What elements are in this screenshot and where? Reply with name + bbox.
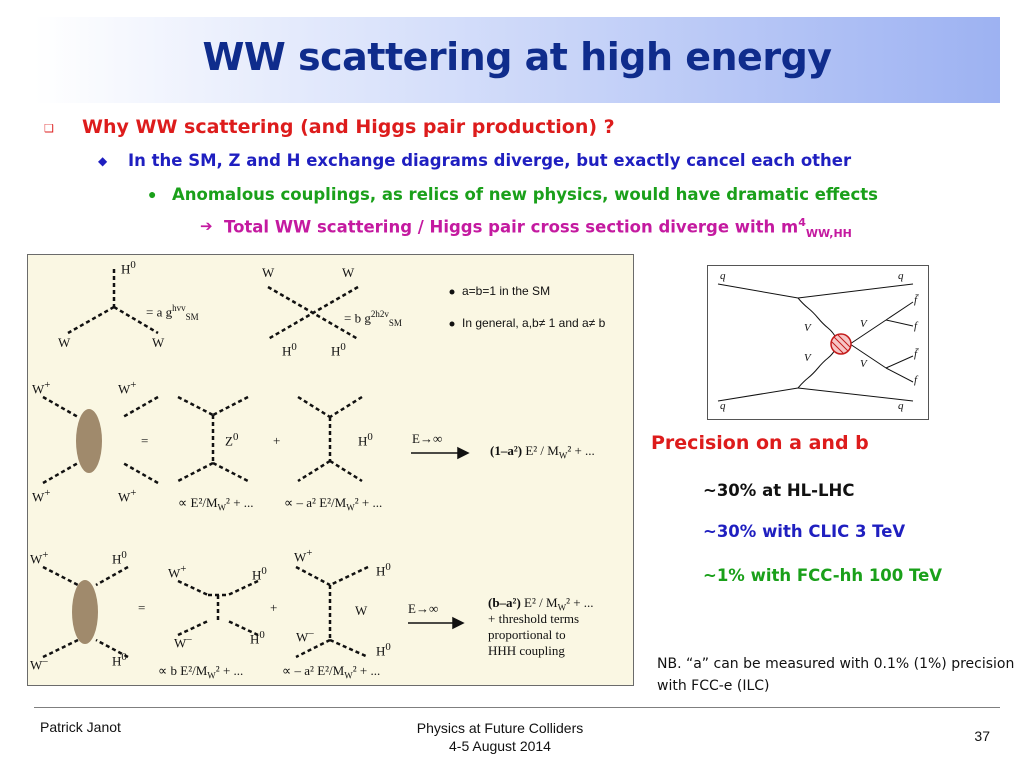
slide-title: WW scattering at high energy xyxy=(202,35,832,79)
precision-hl-lhc: ~30% at HL-LHC xyxy=(703,481,855,500)
label-v: V xyxy=(860,318,867,330)
note-general: In general, a,b≠ 1 and a≠ b xyxy=(462,316,606,330)
label-w: W xyxy=(355,603,368,618)
label-w: W xyxy=(58,335,71,350)
footer-divider xyxy=(34,707,1000,708)
dot-bullet-icon: ● xyxy=(148,186,157,202)
label-fbar: f̄ xyxy=(914,294,918,306)
nb-note: NB. “a” can be measured with 0.1% (1%) p… xyxy=(657,656,1015,694)
label-w: W xyxy=(152,335,165,350)
coupling-hww: = a ghvvSM xyxy=(146,303,199,322)
row3-threshold: + threshold terms xyxy=(488,611,580,626)
label-wminus: W– xyxy=(174,633,192,651)
label-wplus: W+ xyxy=(32,487,51,505)
row3-proportional-b: ∝ b E²/MW² + ... xyxy=(158,663,244,681)
label-wplus: W+ xyxy=(294,547,313,565)
footer-date: 4-5 August 2014 xyxy=(449,738,551,754)
coupling-hhww: = b g2h2vSM xyxy=(344,309,402,328)
label-q: q xyxy=(898,400,904,412)
precision-heading: Precision on a and b xyxy=(651,432,869,454)
label-wplus: W+ xyxy=(32,379,51,397)
equals-sign: = xyxy=(141,433,149,448)
label-h0: H0 xyxy=(358,431,373,449)
precision-clic: ~30% with CLIC 3 TeV xyxy=(703,522,906,541)
label-h0: H0 xyxy=(252,565,267,583)
bullet-level3: Anomalous couplings, as relics of new ph… xyxy=(172,185,878,204)
row3-hhh: HHH coupling xyxy=(488,643,565,658)
label-h0: H0 xyxy=(250,629,265,647)
label-wminus: W– xyxy=(30,655,48,673)
page-number: 37 xyxy=(974,728,990,744)
label-q: q xyxy=(720,400,726,412)
label-h0: H0 xyxy=(112,549,127,567)
label-v: V xyxy=(804,352,811,364)
label-wplus: W+ xyxy=(118,379,137,397)
bullet-level1: Why WW scattering (and Higgs pair produc… xyxy=(82,116,615,138)
precision-fcc: ~1% with FCC-hh 100 TeV xyxy=(703,566,943,585)
vbs-feynman-diagram: q q q q V V V V f̄ f f̄ f xyxy=(707,265,929,420)
bullet-level4: Total WW scattering / Higgs pair cross s… xyxy=(224,216,852,240)
feynman-diagrams-figure: H0 = a ghvvSM W W W W = b g2h2vSM H0 H0 … xyxy=(27,254,634,686)
row3-proportional-a: ∝ – a² E²/MW² + ... xyxy=(282,663,381,681)
footer-conference: Physics at Future Colliders 4-5 August 2… xyxy=(380,719,620,755)
label-q: q xyxy=(720,270,726,282)
label-f: f xyxy=(914,320,918,332)
label-v: V xyxy=(804,322,811,334)
label-h0: H0 xyxy=(376,561,391,579)
label-h0: H0 xyxy=(376,641,391,659)
label-wplus: W+ xyxy=(30,549,49,567)
label-fbar: f̄ xyxy=(914,348,918,360)
label-wplus: W+ xyxy=(118,487,137,505)
plus-sign: + xyxy=(270,600,278,615)
plus-sign: + xyxy=(273,433,281,448)
label-h0: H0 xyxy=(282,341,297,359)
row3-proportional: proportional to xyxy=(488,627,566,642)
row2-proportional-z: ∝ E²/MW² + ... xyxy=(178,495,254,513)
row3-result: (b–a²) E² / MW² + ... xyxy=(488,595,594,613)
label-z0: Z0 xyxy=(225,431,239,449)
label-v: V xyxy=(860,358,867,370)
row2-proportional-h: ∝ – a² E²/MW² + ... xyxy=(284,495,383,513)
label-h0: H0 xyxy=(331,341,346,359)
note-sm: a=b=1 in the SM xyxy=(462,284,551,298)
vbs-lines xyxy=(717,283,914,402)
label-h0: H0 xyxy=(121,259,136,277)
label-h0: H0 xyxy=(112,651,127,669)
row2-result: (1–a²) E² / MW² + ... xyxy=(490,443,595,461)
title-bar: WW scattering at high energy xyxy=(34,17,1000,103)
arrow-label: E→∞ xyxy=(412,431,443,446)
label-w: W xyxy=(342,265,355,280)
footer-author: Patrick Janot xyxy=(40,719,121,735)
label-wminus: W– xyxy=(296,627,314,645)
square-bullet-icon: ❑ xyxy=(44,123,54,135)
arrow-bullet-icon: ➔ xyxy=(200,218,213,235)
diagram-lines xyxy=(42,269,470,659)
bullet-level2: In the SM, Z and H exchange diagrams div… xyxy=(128,151,852,170)
diamond-bullet-icon: ◆ xyxy=(98,154,108,168)
arrow-label: E→∞ xyxy=(408,601,439,616)
label-f: f xyxy=(914,374,918,386)
footer-conference-name: Physics at Future Colliders xyxy=(416,720,584,736)
label-wplus: W+ xyxy=(168,563,187,581)
label-w: W xyxy=(262,265,275,280)
label-q: q xyxy=(898,270,904,282)
equals-sign: = xyxy=(138,600,146,615)
